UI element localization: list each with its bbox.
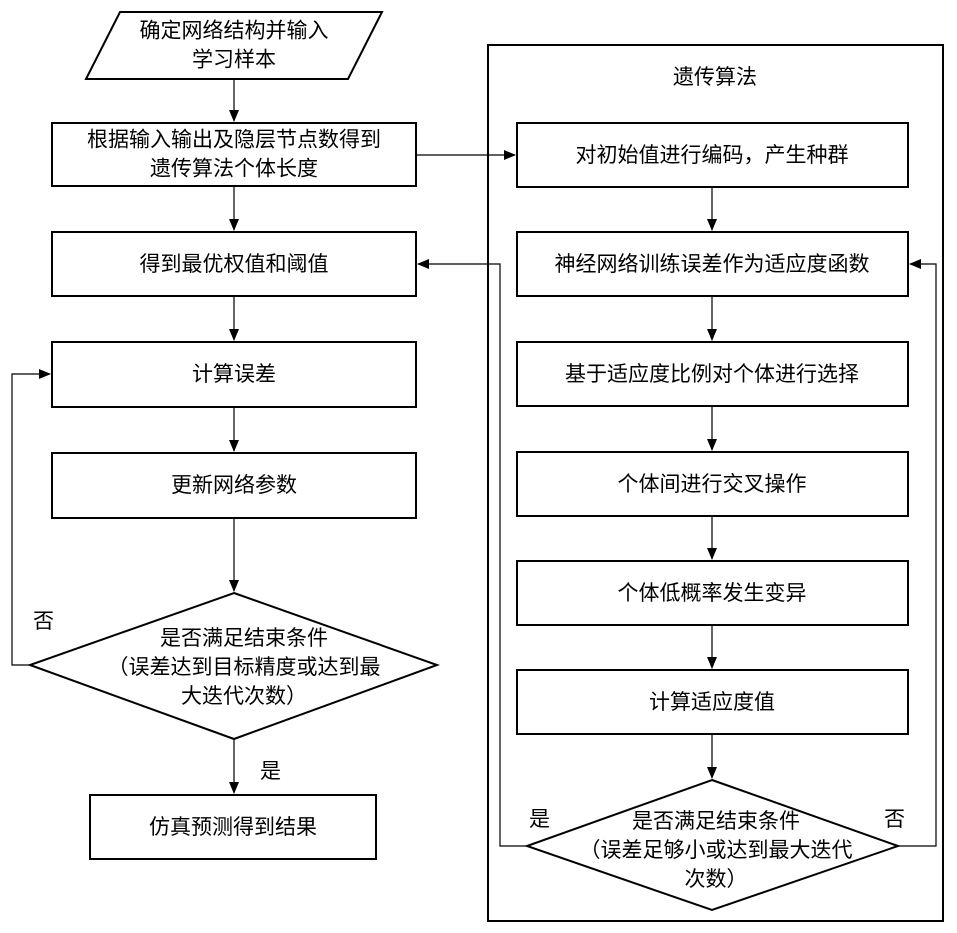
ga-no-label: 否 <box>884 807 905 831</box>
node-label-line: （误差足够小或达到最大迭代 <box>580 838 853 862</box>
fitness-value-box: 计算适应度值 <box>516 669 909 735</box>
svg-text:个体低概率发生变异: 个体低概率发生变异 <box>618 581 807 605</box>
optimal-weights-box: 得到最优权值和阈值 <box>51 231 417 297</box>
svg-text:是否满足结束条件（误差足够小或达到最大迭代次数）: 是否满足结束条件 （误差足够小或达到最大迭代次数） <box>580 809 853 891</box>
arrow-condition-no-loop <box>11 369 51 666</box>
arrow-ga-condition-yes-to-weights <box>417 259 527 847</box>
svg-text:根据输入输出及隐层节点数得到遗传算法个体长度: 根据输入输出及隐层节点数得到遗传算法个体长度 <box>87 128 381 181</box>
node-label-line: （误差达到目标精度或达到最 <box>108 655 381 679</box>
crossover-box: 个体间进行交叉操作 <box>516 451 909 517</box>
svg-text:基于适应度比例对个体进行选择: 基于适应度比例对个体进行选择 <box>565 362 859 386</box>
mutation-box: 个体低概率发生变异 <box>516 560 909 626</box>
svg-text:个体间进行交叉操作: 个体间进行交叉操作 <box>618 472 807 496</box>
update-params-box: 更新网络参数 <box>51 452 417 519</box>
fitness-function-box: 神经网络训练误差作为适应度函数 <box>516 231 909 297</box>
svg-text:神经网络训练误差作为适应度函数: 神经网络训练误差作为适应度函数 <box>555 252 870 276</box>
node-label-line: 得到最优权值和阈值 <box>140 252 329 276</box>
svg-text:对初始值进行编码，产生种群: 对初始值进行编码，产生种群 <box>576 143 849 167</box>
node-label-line: 次数） <box>685 867 748 891</box>
node-label-line: 计算适应度值 <box>649 690 775 714</box>
arrow-ga-condition-no-loop <box>898 259 937 847</box>
left-yes-label: 是 <box>260 759 281 783</box>
input-parallelogram: 确定网络结构并输入学习样本 <box>84 11 384 80</box>
node-label-line: 对初始值进行编码，产生种群 <box>576 143 849 167</box>
svg-text:确定网络结构并输入学习样本: 确定网络结构并输入学习样本 <box>140 19 329 72</box>
simulate-box: 仿真预测得到结果 <box>89 794 377 860</box>
svg-text:得到最优权值和阈值: 得到最优权值和阈值 <box>140 252 329 276</box>
ga-yes-label: 是 <box>529 807 550 831</box>
node-label-line: 神经网络训练误差作为适应度函数 <box>555 252 870 276</box>
svg-text:更新网络参数: 更新网络参数 <box>171 473 297 497</box>
node-label-line: 更新网络参数 <box>171 473 297 497</box>
node-label-line: 是否满足结束条件 <box>632 809 800 833</box>
node-label-line: 学习样本 <box>192 48 276 72</box>
end-condition-diamond: 是否满足结束条件 （误差达到目标精度或达到最大迭代次数） <box>27 591 440 741</box>
node-label-line: 是否满足结束条件 <box>160 626 328 650</box>
node-label-line: 遗传算法个体长度 <box>150 157 318 181</box>
svg-text:是否满足结束条件（误差达到目标精度或达到最大迭代次数）: 是否满足结束条件 （误差达到目标精度或达到最大迭代次数） <box>108 626 381 708</box>
node-label-line: 个体低概率发生变异 <box>618 581 807 605</box>
ga-panel-title: 遗传算法 <box>673 65 757 89</box>
compute-error-box: 计算误差 <box>51 341 417 408</box>
encode-box: 对初始值进行编码，产生种群 <box>516 122 909 188</box>
left-no-label: 否 <box>33 609 54 633</box>
selection-box: 基于适应度比例对个体进行选择 <box>516 341 909 407</box>
svg-text:计算适应度值: 计算适应度值 <box>649 690 775 714</box>
node-label-line: 仿真预测得到结果 <box>149 815 317 839</box>
node-label-line: 根据输入输出及隐层节点数得到 <box>87 128 381 152</box>
node-label-line: 计算误差 <box>192 362 276 386</box>
node-label-line: 确定网络结构并输入 <box>140 19 329 43</box>
ga-panel-frame <box>487 44 944 922</box>
node-label-line: 个体间进行交叉操作 <box>618 472 807 496</box>
ga-end-condition-diamond: 是否满足结束条件 （误差足够小或达到最大迭代次数） <box>523 778 902 912</box>
node-label-line: 基于适应度比例对个体进行选择 <box>565 362 859 386</box>
svg-text:计算误差: 计算误差 <box>192 362 276 386</box>
svg-text:仿真预测得到结果: 仿真预测得到结果 <box>149 815 317 839</box>
node-label-line: 大迭代次数） <box>181 684 307 708</box>
ga-length-box: 根据输入输出及隐层节点数得到遗传算法个体长度 <box>51 122 417 187</box>
